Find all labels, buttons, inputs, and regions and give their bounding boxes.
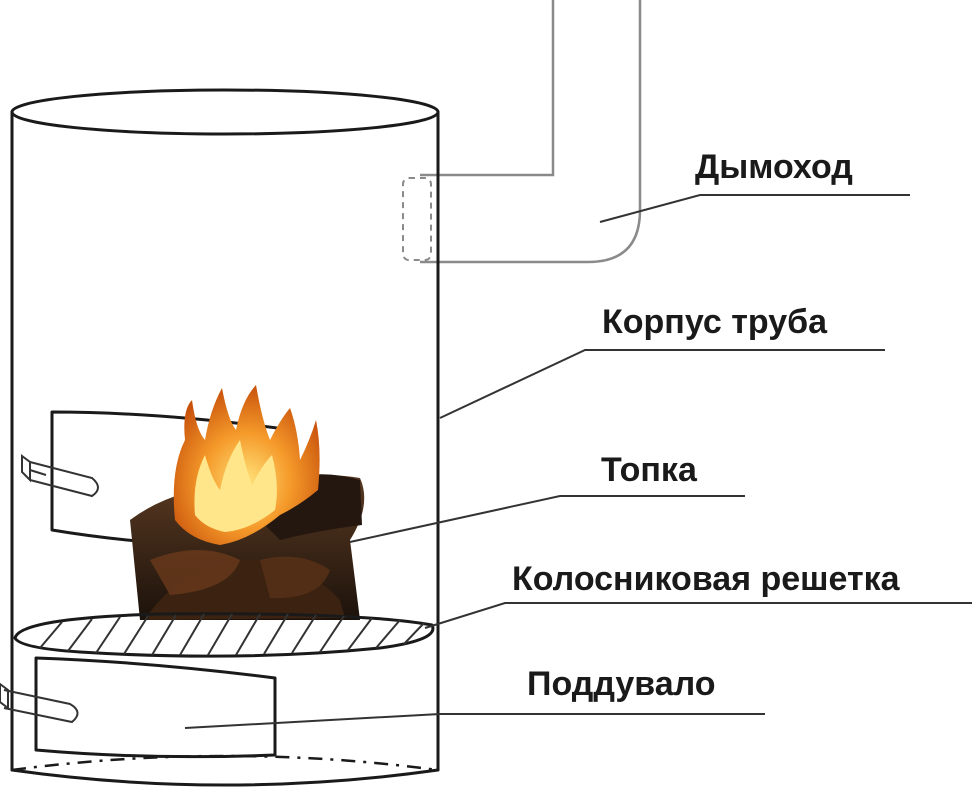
- label-body-pipe: Корпус труба: [602, 303, 828, 341]
- label-grate: Колосниковая решетка: [512, 560, 901, 598]
- label-firebox: Топка: [601, 451, 698, 489]
- label-ash-pit: Поддувало: [527, 665, 716, 703]
- grate: [13, 612, 435, 658]
- label-chimney: Дымоход: [695, 148, 853, 186]
- leader-firebox: [349, 495, 745, 543]
- leader-lines: [184, 194, 972, 729]
- stove-body: [10, 88, 440, 787]
- leader-chimney: [599, 194, 910, 223]
- leader-ash-pit: [184, 713, 765, 729]
- ash-pit-door: [0, 656, 277, 759]
- leader-grate: [424, 602, 972, 629]
- chimney-opening: [402, 177, 432, 261]
- flames: [173, 385, 320, 545]
- leader-body-pipe: [439, 349, 885, 419]
- chimney-pipe: [402, 0, 642, 264]
